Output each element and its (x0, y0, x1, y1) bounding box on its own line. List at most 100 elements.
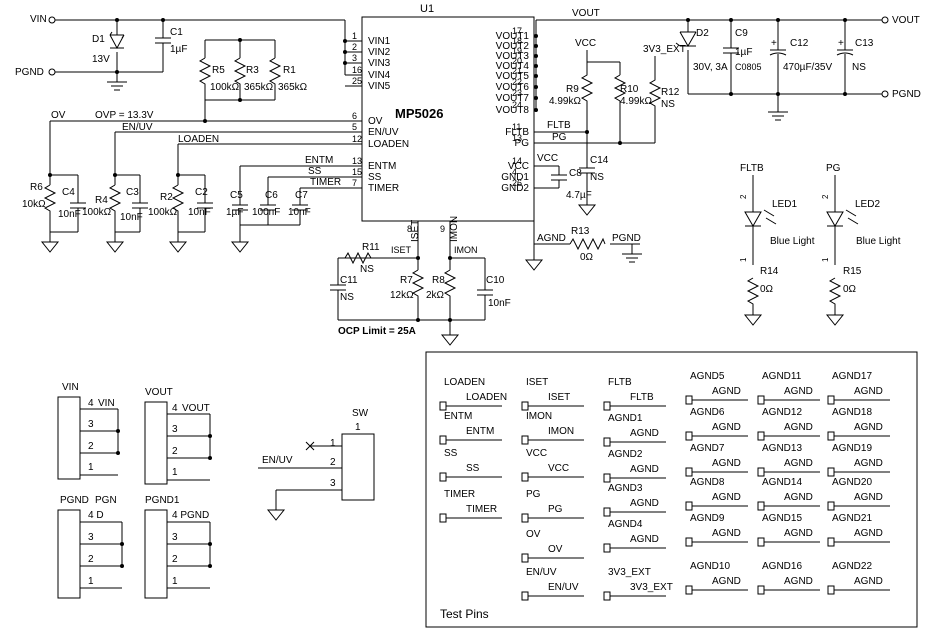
svg-text:1: 1 (821, 257, 830, 262)
ic-u1-ref: U1 (420, 3, 434, 15)
resistor-r13[interactable]: R13 0Ω (569, 226, 606, 263)
switch-sw[interactable]: SW 1 1 2 3 EN/UV (258, 408, 375, 521)
capacitor-c12[interactable]: + C12 470µF/35V (769, 20, 832, 94)
capacitor-c5[interactable]: C5 1µF (226, 190, 248, 235)
capacitor-c7[interactable]: C7 10nF (288, 190, 311, 225)
resistor-r2[interactable]: R2 100kΩ (148, 184, 185, 232)
svg-text:3V3_EXT: 3V3_EXT (643, 44, 686, 55)
ic-pin-label: VOUT7 (496, 93, 530, 104)
led1-branch[interactable]: FLTB 2 1 LED1 Blue Light R14 0Ω (739, 163, 815, 326)
capacitor-c2[interactable]: C2 10nF (188, 187, 213, 218)
ic-u1-body (361, 16, 535, 222)
resistor-r5[interactable]: R5 100kΩ (198, 57, 240, 100)
resistor-r12[interactable]: R12 NS (648, 56, 680, 143)
capacitor-c1[interactable]: C1 1µF (155, 20, 187, 72)
svg-text:SS: SS (308, 166, 322, 177)
capacitor-c4[interactable]: C4 10nF (58, 187, 86, 220)
svg-text:R13: R13 (571, 226, 590, 237)
ic-pin-number: 22 (512, 77, 522, 87)
resistor-r11[interactable]: R11 NS (344, 242, 380, 275)
pgnd-out-terminal[interactable] (881, 90, 889, 98)
capacitor-c9[interactable]: C9 1µF C0805 (723, 20, 762, 94)
ic-u1[interactable]: U1 MP5026 VIN11VIN22VIN33VIN416VIN525OV6… (345, 3, 538, 222)
led2-branch[interactable]: PG 2 1 LED2 Blue Light R15 0Ω (821, 163, 901, 326)
resistor-r10[interactable]: R10 4.99kΩ (613, 74, 652, 143)
resistor-r7[interactable]: R7 12kΩ (390, 269, 425, 320)
svg-text:VOUT: VOUT (145, 387, 173, 398)
resistor-r1[interactable]: R1 365kΩ (268, 57, 308, 93)
ic-pin-number: 11 (512, 122, 521, 132)
ic-pin-number: 24 (512, 100, 522, 110)
svg-text:AGND4: AGND4 (608, 519, 643, 530)
svg-text:FLTB: FLTB (547, 120, 571, 131)
resistor-r8[interactable]: R8 2kΩ (426, 269, 457, 320)
vin-terminal[interactable] (48, 16, 56, 24)
connector-vout[interactable]: VOUT 4 VOUT 3 2 1 (144, 387, 212, 485)
ic-pin-label: TIMER (368, 183, 399, 194)
svg-text:470µF/35V: 470µF/35V (783, 62, 832, 73)
pgnd-terminal[interactable] (48, 68, 56, 76)
resistor-r6[interactable]: R6 10kΩ (22, 182, 57, 232)
ic-pin-number: 6 (352, 111, 357, 121)
svg-text:10nF: 10nF (188, 207, 211, 218)
svg-text:PGND1: PGND1 (145, 495, 180, 506)
diode-d1[interactable]: D1 13V (92, 20, 125, 72)
connector-pgnd1[interactable]: PGND1 4 PGND 3 2 1 (144, 495, 212, 599)
resistor-r4[interactable]: R4 100kΩ (82, 184, 122, 232)
svg-text:10kΩ: 10kΩ (22, 199, 46, 210)
connector-vin[interactable]: VIN 4 VIN 3 2 1 (57, 382, 120, 480)
vout-terminal[interactable] (881, 16, 889, 24)
resistor-r3[interactable]: R3 365kΩ (233, 57, 274, 93)
svg-text:OV: OV (548, 544, 563, 555)
capacitor-c6[interactable]: C6 100nF (252, 190, 280, 225)
capacitor-c13[interactable]: + C13 NS (836, 20, 874, 94)
svg-text:LOADEN: LOADEN (466, 392, 507, 403)
capacitor-c11[interactable]: C11 NS (330, 258, 358, 320)
svg-text:C8: C8 (569, 168, 582, 179)
capacitor-c14[interactable]: C14 NS (579, 132, 609, 205)
capacitor-c10[interactable]: C10 10nF (477, 258, 511, 320)
diode-d2[interactable]: D2 30V, 3A (675, 20, 728, 94)
svg-text:R8: R8 (432, 275, 445, 286)
resistor-r9[interactable]: R9 4.99kΩ (549, 62, 594, 130)
ic-pin-number: 2 (352, 42, 357, 52)
capacitor-c8[interactable]: C8 4.7µF (551, 168, 592, 201)
capacitor-c3[interactable]: C3 10nF (120, 187, 148, 223)
connector-pgnd[interactable]: PGND PGN 4 D 3 2 1 (57, 495, 124, 599)
svg-text:ISET: ISET (391, 245, 412, 255)
